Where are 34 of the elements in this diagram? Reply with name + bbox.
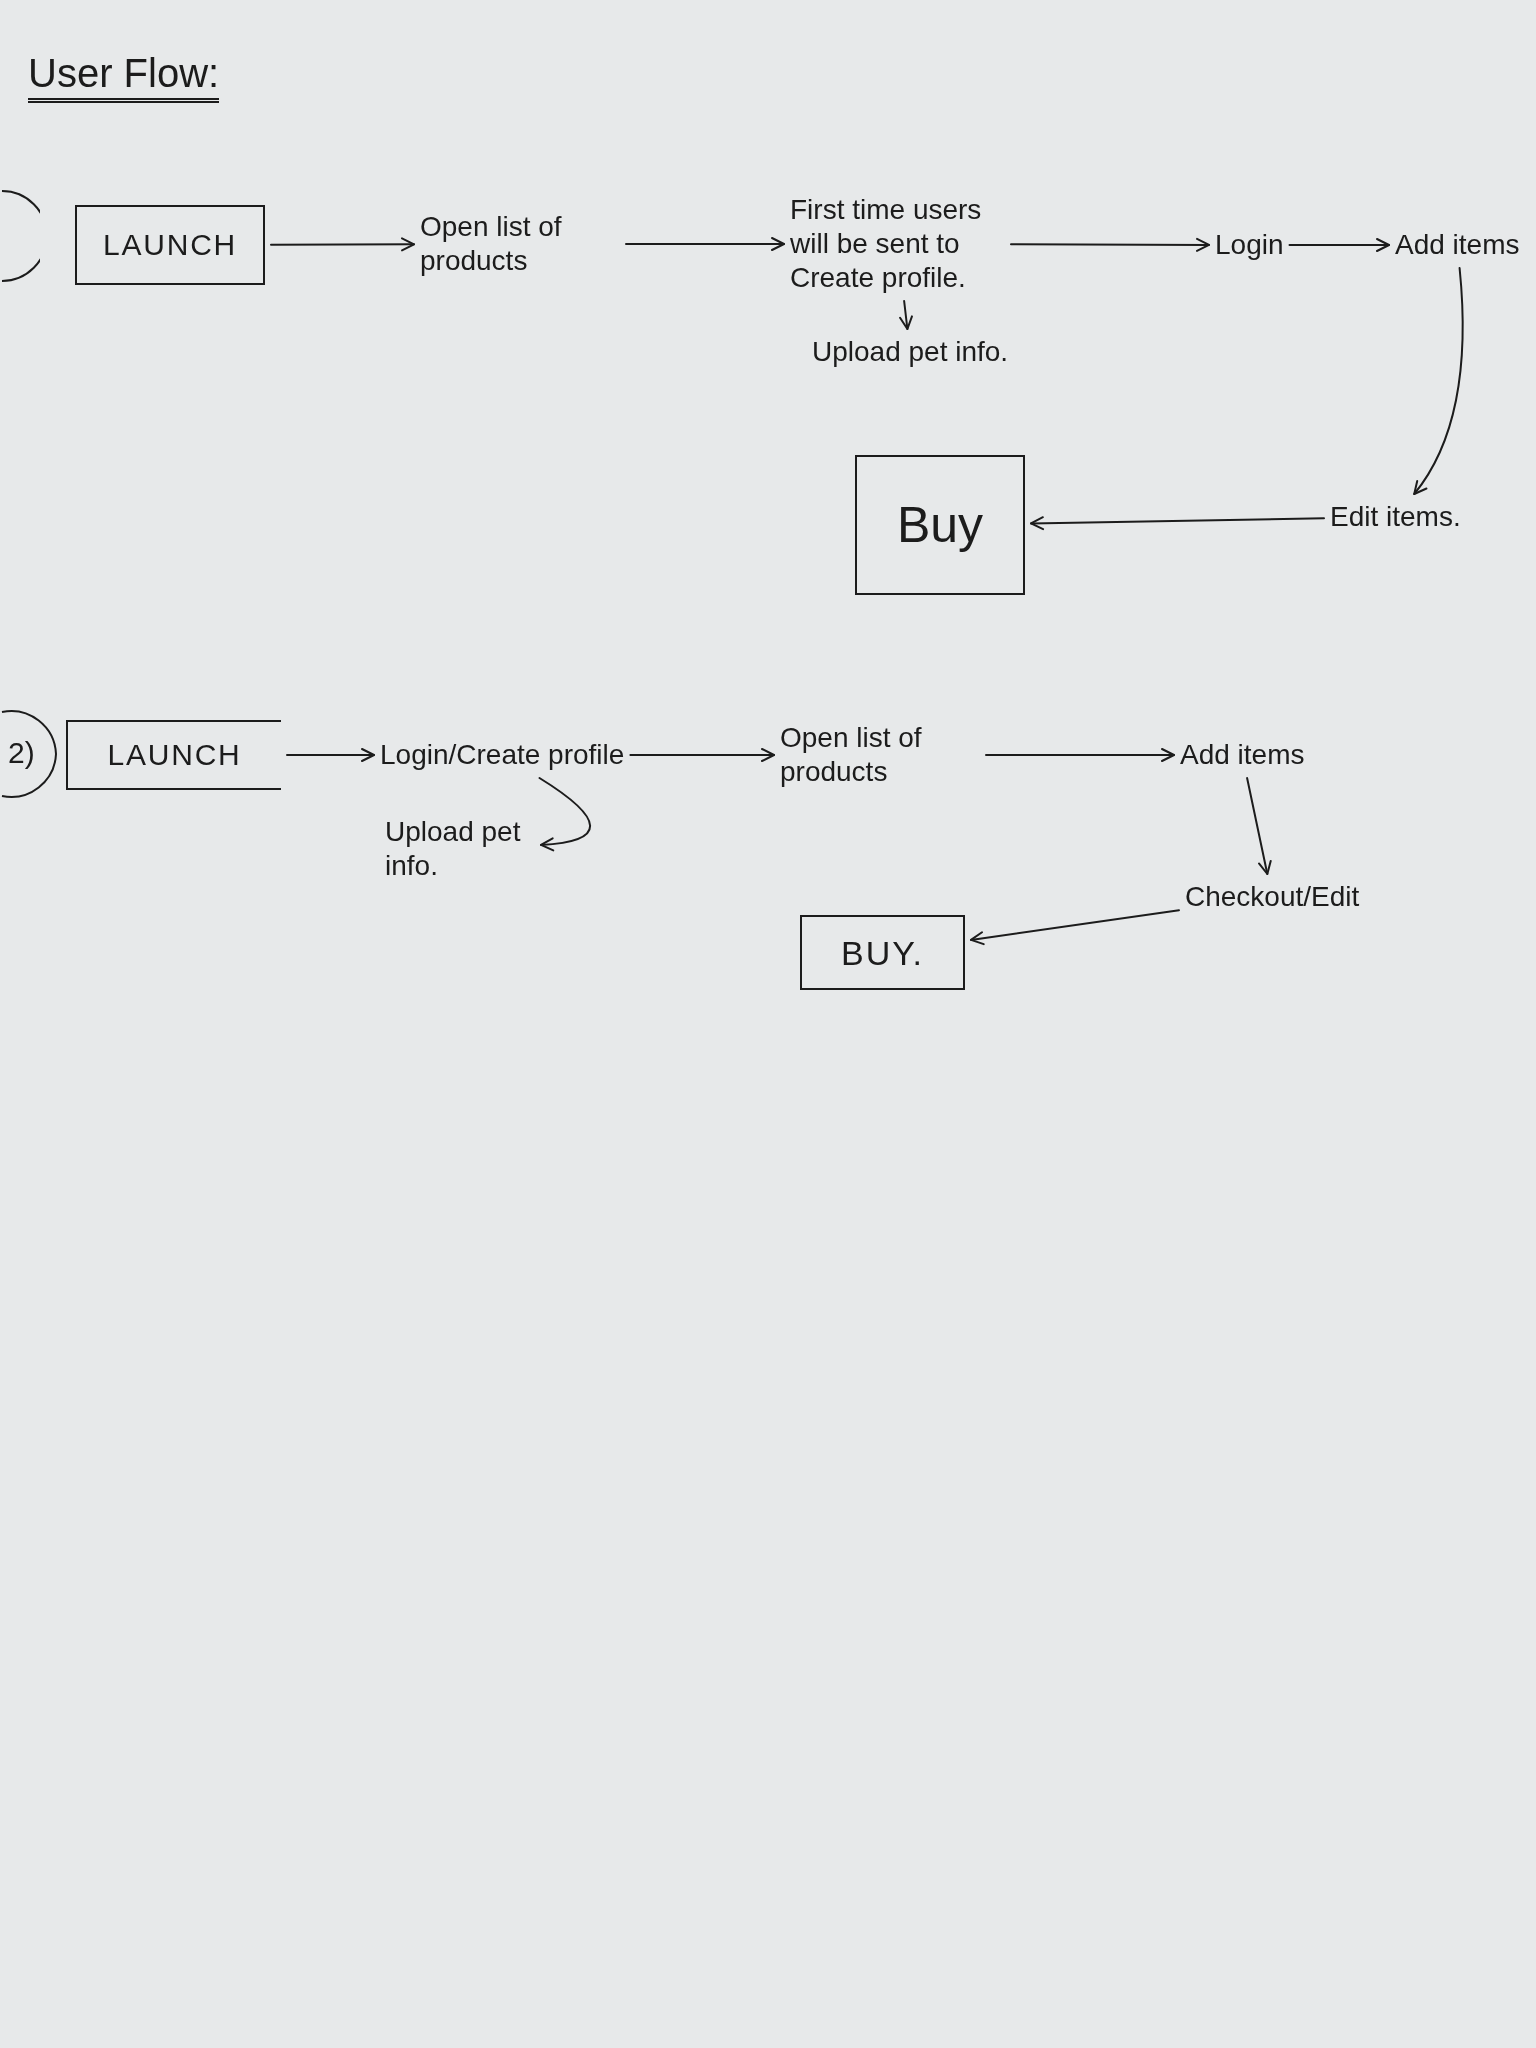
step-text: Checkout/Edit bbox=[1185, 880, 1360, 914]
step-text: Upload pet info. bbox=[812, 335, 1009, 369]
step-text: Login/Create profile bbox=[380, 738, 625, 772]
process-box bbox=[66, 720, 281, 790]
step-text: Open list of products bbox=[420, 210, 563, 278]
step-text: Open list of products bbox=[780, 721, 923, 789]
arrow bbox=[270, 237, 415, 252]
step-text: First time users will be sent to Create profile. bbox=[790, 193, 983, 295]
step-label: Buy bbox=[896, 497, 984, 553]
step-text: Add items bbox=[1395, 228, 1520, 262]
step-text: Login bbox=[1215, 228, 1284, 262]
arrow bbox=[1288, 238, 1390, 252]
process-box bbox=[800, 915, 965, 990]
step-label: BUY. bbox=[840, 932, 925, 973]
step-text: Add items bbox=[1180, 738, 1305, 772]
arrow bbox=[286, 748, 375, 762]
arrow bbox=[1010, 237, 1210, 252]
arrow bbox=[985, 748, 1175, 762]
arrow bbox=[1413, 267, 1464, 495]
arrow bbox=[970, 909, 1180, 946]
step-text: Edit items. bbox=[1330, 500, 1461, 534]
step-number: 2) bbox=[8, 735, 35, 771]
process-box bbox=[855, 455, 1025, 595]
arrow bbox=[899, 300, 913, 330]
arrow bbox=[1246, 777, 1272, 875]
process-box bbox=[75, 205, 265, 285]
step-label: LAUNCH bbox=[107, 737, 242, 773]
arrow bbox=[538, 777, 592, 851]
arrow bbox=[629, 748, 775, 762]
arrow bbox=[625, 237, 785, 251]
step-text: Upload pet info. bbox=[385, 815, 522, 883]
diagram-title: User Flow: bbox=[28, 50, 220, 103]
step-label: LAUNCH bbox=[102, 227, 238, 263]
arrow bbox=[1030, 516, 1325, 531]
